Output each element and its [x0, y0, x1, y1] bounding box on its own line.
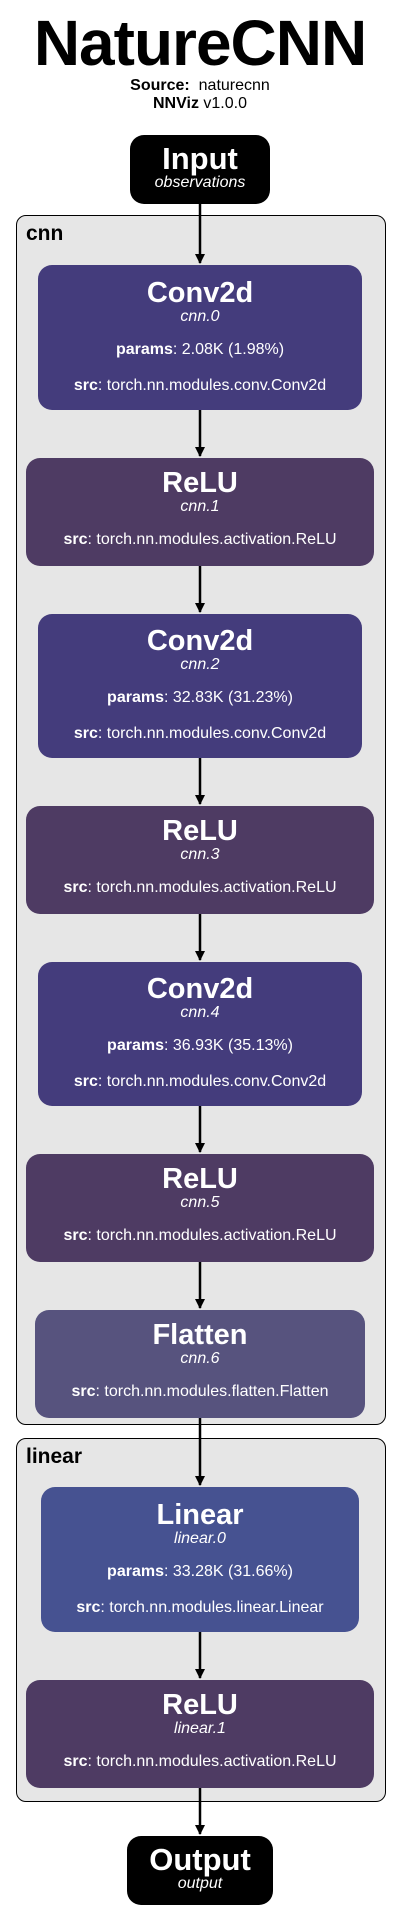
source-label: Source: — [130, 77, 190, 94]
node-path: cnn.1 — [180, 498, 220, 515]
node-type: Conv2d — [146, 973, 254, 1005]
node-path: cnn.6 — [180, 1350, 220, 1367]
node-src: src: torch.nn.modules.activation.ReLU — [63, 879, 337, 896]
node-src: src: torch.nn.modules.conv.Conv2d — [73, 377, 327, 394]
node-cnn-2[interactable]: Conv2d cnn.2 params: 32.83K (31.23%) src… — [38, 614, 362, 758]
source-value: naturecnn — [198, 77, 270, 94]
node-path: linear.0 — [174, 1530, 226, 1547]
node-path: cnn.2 — [180, 656, 220, 673]
node-path: cnn.4 — [180, 1004, 220, 1021]
node-src: src: torch.nn.modules.activation.ReLU — [63, 531, 337, 548]
node-params: params: 36.93K (35.13%) — [107, 1037, 293, 1054]
node-cnn-6[interactable]: Flatten cnn.6 src: torch.nn.modules.flat… — [35, 1310, 365, 1418]
node-cnn-3[interactable]: ReLU cnn.3 src: torch.nn.modules.activat… — [26, 806, 374, 914]
node-params: params: 33.28K (31.66%) — [107, 1563, 293, 1580]
cluster-cnn-label: cnn — [26, 222, 64, 245]
node-path: cnn.0 — [180, 308, 220, 325]
source-line: Source: naturecnn — [0, 77, 400, 95]
node-src: src: torch.nn.modules.conv.Conv2d — [73, 1073, 327, 1090]
output-node[interactable]: Output output — [127, 1836, 273, 1905]
node-src: src: torch.nn.modules.activation.ReLU — [63, 1753, 337, 1770]
node-type: ReLU — [162, 1163, 238, 1195]
node-type: ReLU — [162, 1689, 238, 1721]
node-params: params: 32.83K (31.23%) — [107, 689, 293, 706]
node-type: ReLU — [162, 467, 238, 499]
node-src: src: torch.nn.modules.flatten.Flatten — [71, 1383, 329, 1400]
node-params: params: 2.08K (1.98%) — [115, 341, 285, 358]
node-type: Conv2d — [146, 277, 254, 309]
cluster-linear-label: linear — [26, 1445, 83, 1468]
output-node-name: Output — [149, 1842, 251, 1877]
node-linear-0[interactable]: Linear linear.0 params: 33.28K (31.66%) … — [41, 1487, 359, 1632]
node-linear-1[interactable]: ReLU linear.1 src: torch.nn.modules.acti… — [26, 1680, 374, 1788]
node-src: src: torch.nn.modules.linear.Linear — [76, 1599, 324, 1616]
page-title: NatureCNN — [33, 7, 367, 79]
node-src: src: torch.nn.modules.activation.ReLU — [63, 1227, 337, 1244]
node-path: cnn.3 — [180, 846, 220, 863]
node-type: ReLU — [162, 815, 238, 847]
node-cnn-4[interactable]: Conv2d cnn.4 params: 36.93K (35.13%) src… — [38, 962, 362, 1106]
node-cnn-5[interactable]: ReLU cnn.5 src: torch.nn.modules.activat… — [26, 1154, 374, 1262]
tool-label: NNViz — [153, 95, 199, 112]
node-type: Flatten — [152, 1319, 248, 1351]
node-type: Conv2d — [146, 625, 254, 657]
input-node-name: Input — [162, 141, 238, 176]
version-line: NNViz v1.0.0 — [0, 95, 400, 113]
input-node-sub: observations — [154, 174, 246, 191]
tool-version: v1.0.0 — [203, 95, 247, 112]
input-node[interactable]: Input observations — [130, 135, 270, 204]
output-node-sub: output — [177, 1875, 223, 1892]
node-src: src: torch.nn.modules.conv.Conv2d — [73, 725, 327, 742]
node-type: Linear — [156, 1499, 244, 1531]
node-path: cnn.5 — [180, 1194, 220, 1211]
node-path: linear.1 — [174, 1720, 226, 1737]
node-cnn-0[interactable]: Conv2d cnn.0 params: 2.08K (1.98%) src: … — [38, 265, 362, 410]
node-cnn-1[interactable]: ReLU cnn.1 src: torch.nn.modules.activat… — [26, 458, 374, 566]
